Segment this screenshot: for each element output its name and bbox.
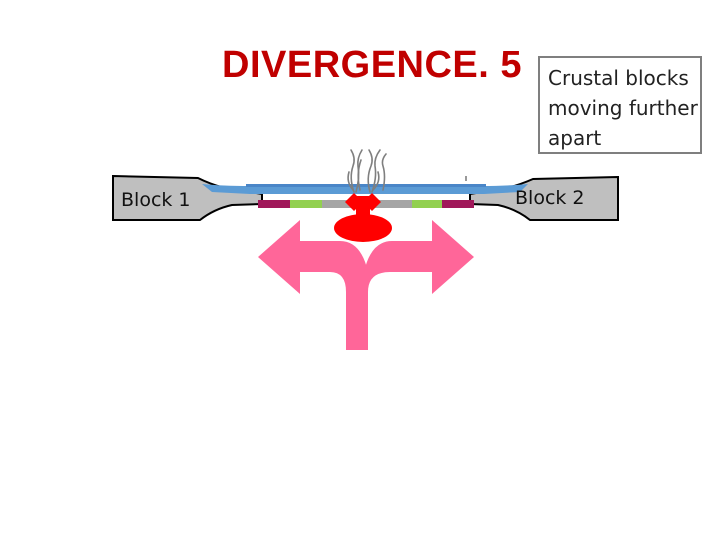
caption-line-1: Crustal blocks <box>548 66 689 90</box>
young-crust-left <box>290 200 322 208</box>
hydrothermal-vent-plumes <box>347 149 387 193</box>
old-crust-right <box>442 200 474 208</box>
young-crust-right <box>412 200 442 208</box>
caption-box: Crustal blocks moving further apart <box>538 56 702 154</box>
diagram-title: DIVERGENCE. 5 <box>222 44 523 86</box>
magma-chamber <box>334 214 392 242</box>
ocean-surface <box>246 184 486 187</box>
caption-line-2: moving further <box>548 96 698 120</box>
caption-line-3: apart <box>548 126 602 150</box>
block-1-label: Block 1 <box>121 189 191 211</box>
old-crust-left <box>258 200 290 208</box>
mantle-convection-arrow-right <box>364 220 474 350</box>
magma-vent-right <box>363 193 381 211</box>
magma-vent-left <box>345 193 363 211</box>
mantle-convection-arrow <box>258 220 368 350</box>
block-2-label: Block 2 <box>515 187 585 209</box>
